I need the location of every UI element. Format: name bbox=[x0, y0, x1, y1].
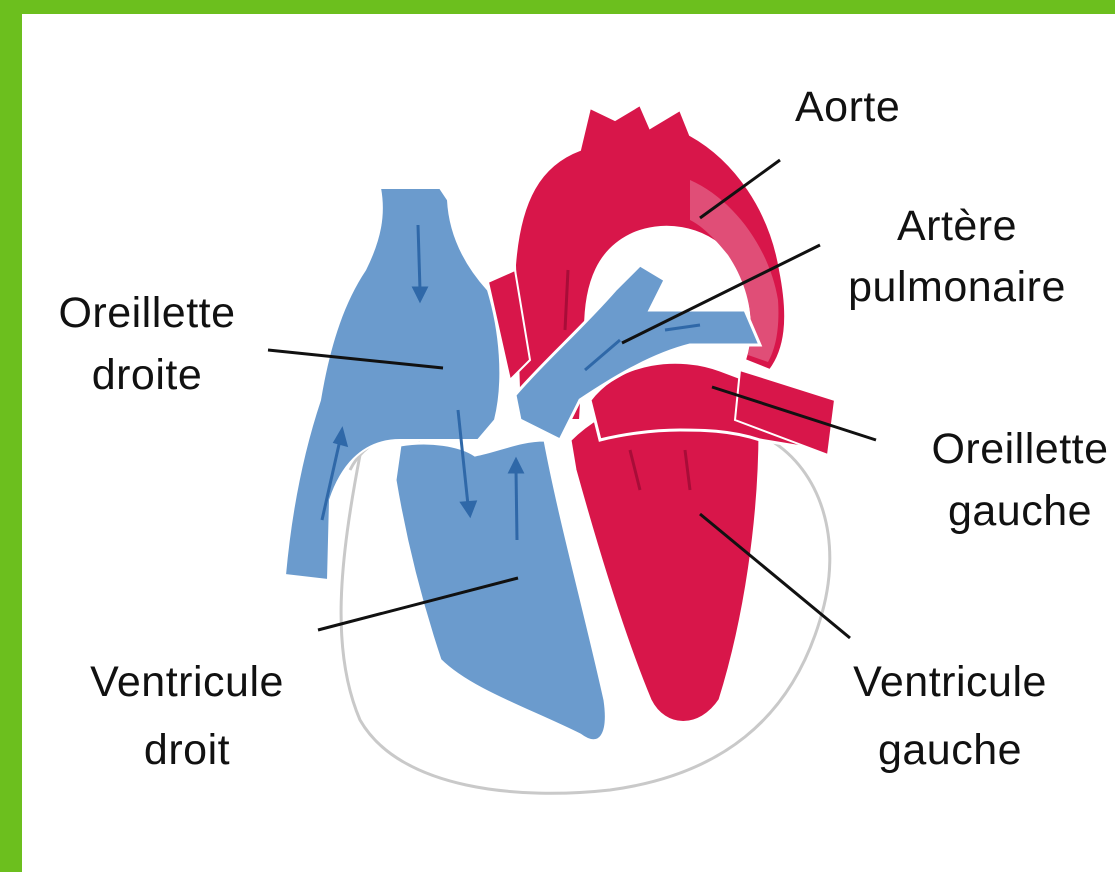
label-ventricule-gauche-line1: Ventricule bbox=[825, 656, 1075, 708]
label-artere-line2: pulmonaire bbox=[822, 261, 1092, 313]
label-oreillette-droite: Oreillette droite bbox=[37, 287, 257, 401]
label-ventricule-droit-line2: droit bbox=[62, 724, 312, 776]
label-oreillette-droite-line2: droite bbox=[37, 349, 257, 401]
right-ventricle-shape bbox=[395, 440, 606, 741]
label-ventricule-droit-line1: Ventricule bbox=[62, 656, 312, 708]
label-aorte: Aorte bbox=[795, 81, 900, 133]
label-oreillette-droite-line1: Oreillette bbox=[37, 287, 257, 339]
label-artere-line1: Artère bbox=[822, 200, 1092, 252]
label-artere-pulmonaire: Artère pulmonaire bbox=[822, 200, 1092, 313]
label-ventricule-droit: Ventricule droit bbox=[62, 656, 312, 776]
label-ventricule-gauche: Ventricule gauche bbox=[825, 656, 1075, 776]
label-oreillette-gauche: Oreillette gauche bbox=[900, 423, 1115, 537]
label-oreillette-gauche-line1: Oreillette bbox=[900, 423, 1115, 475]
label-oreillette-gauche-line2: gauche bbox=[900, 485, 1115, 537]
label-ventricule-gauche-line2: gauche bbox=[825, 724, 1075, 776]
